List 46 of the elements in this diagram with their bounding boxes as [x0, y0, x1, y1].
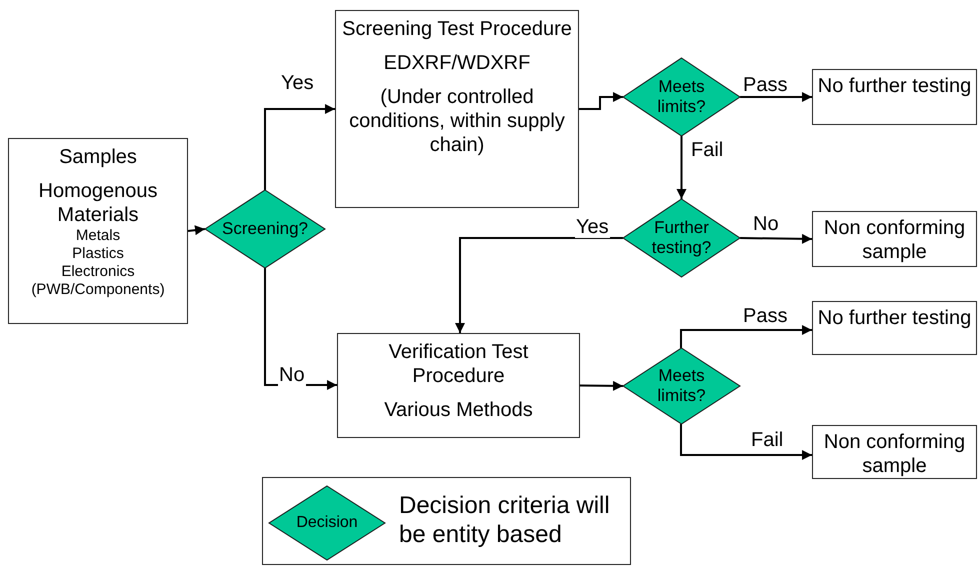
- box-text: (PWB/Components): [31, 281, 165, 299]
- decision-diamond: [269, 486, 385, 560]
- box-text: Verification Test Procedure: [388, 340, 530, 388]
- arrow: [680, 325, 812, 348]
- decision-text: Screening?: [222, 218, 308, 240]
- arrow: [740, 92, 812, 102]
- decision-diamond: [623, 199, 740, 277]
- process-box: [812, 69, 977, 125]
- arrow: [579, 92, 623, 110]
- note-box: [262, 477, 631, 565]
- box-text: Non conforming sample: [822, 430, 966, 478]
- decision-text: Meets limits?: [656, 366, 707, 406]
- box-text: EDXRF/WDXRF: [384, 51, 530, 75]
- box-text: Non conforming sample: [822, 216, 966, 264]
- box-text: Plastics: [72, 245, 124, 263]
- edge-label: No: [278, 364, 306, 386]
- decision-text: Meets limits?: [656, 76, 707, 118]
- arrow: [680, 424, 812, 460]
- arrow: [188, 225, 206, 236]
- process-box: [812, 211, 977, 267]
- arrow: [580, 380, 624, 391]
- process-box: [812, 425, 977, 479]
- box-text: Homogenous Materials: [38, 179, 158, 227]
- box-text: Samples: [59, 145, 137, 169]
- arrow: [264, 104, 335, 190]
- process-box: [8, 138, 188, 324]
- decision-diamond: [623, 348, 740, 424]
- decision-diamond: [623, 58, 740, 136]
- arrow: [455, 237, 623, 333]
- box-text: Electronics: [61, 263, 135, 281]
- box-text: No further testing: [818, 306, 972, 330]
- decision-text: Further testing?: [650, 218, 712, 258]
- arrow: [676, 136, 686, 199]
- edge-label: Yes: [575, 216, 610, 238]
- process-box: [812, 301, 977, 355]
- box-text: No further testing: [818, 74, 972, 98]
- decision-diamond: [205, 190, 325, 268]
- decision-text: Decision: [296, 513, 358, 533]
- note-text: Decision criteria will be entity based: [399, 492, 611, 550]
- process-box: [335, 10, 579, 208]
- process-box: [337, 333, 580, 438]
- box-text: Metals: [76, 227, 120, 245]
- box-text: (Under controlled conditions, within supply chain): [348, 85, 566, 157]
- box-text: Various Methods: [384, 398, 533, 422]
- box-text: Screening Test Procedure: [342, 17, 572, 41]
- arrow: [740, 234, 812, 244]
